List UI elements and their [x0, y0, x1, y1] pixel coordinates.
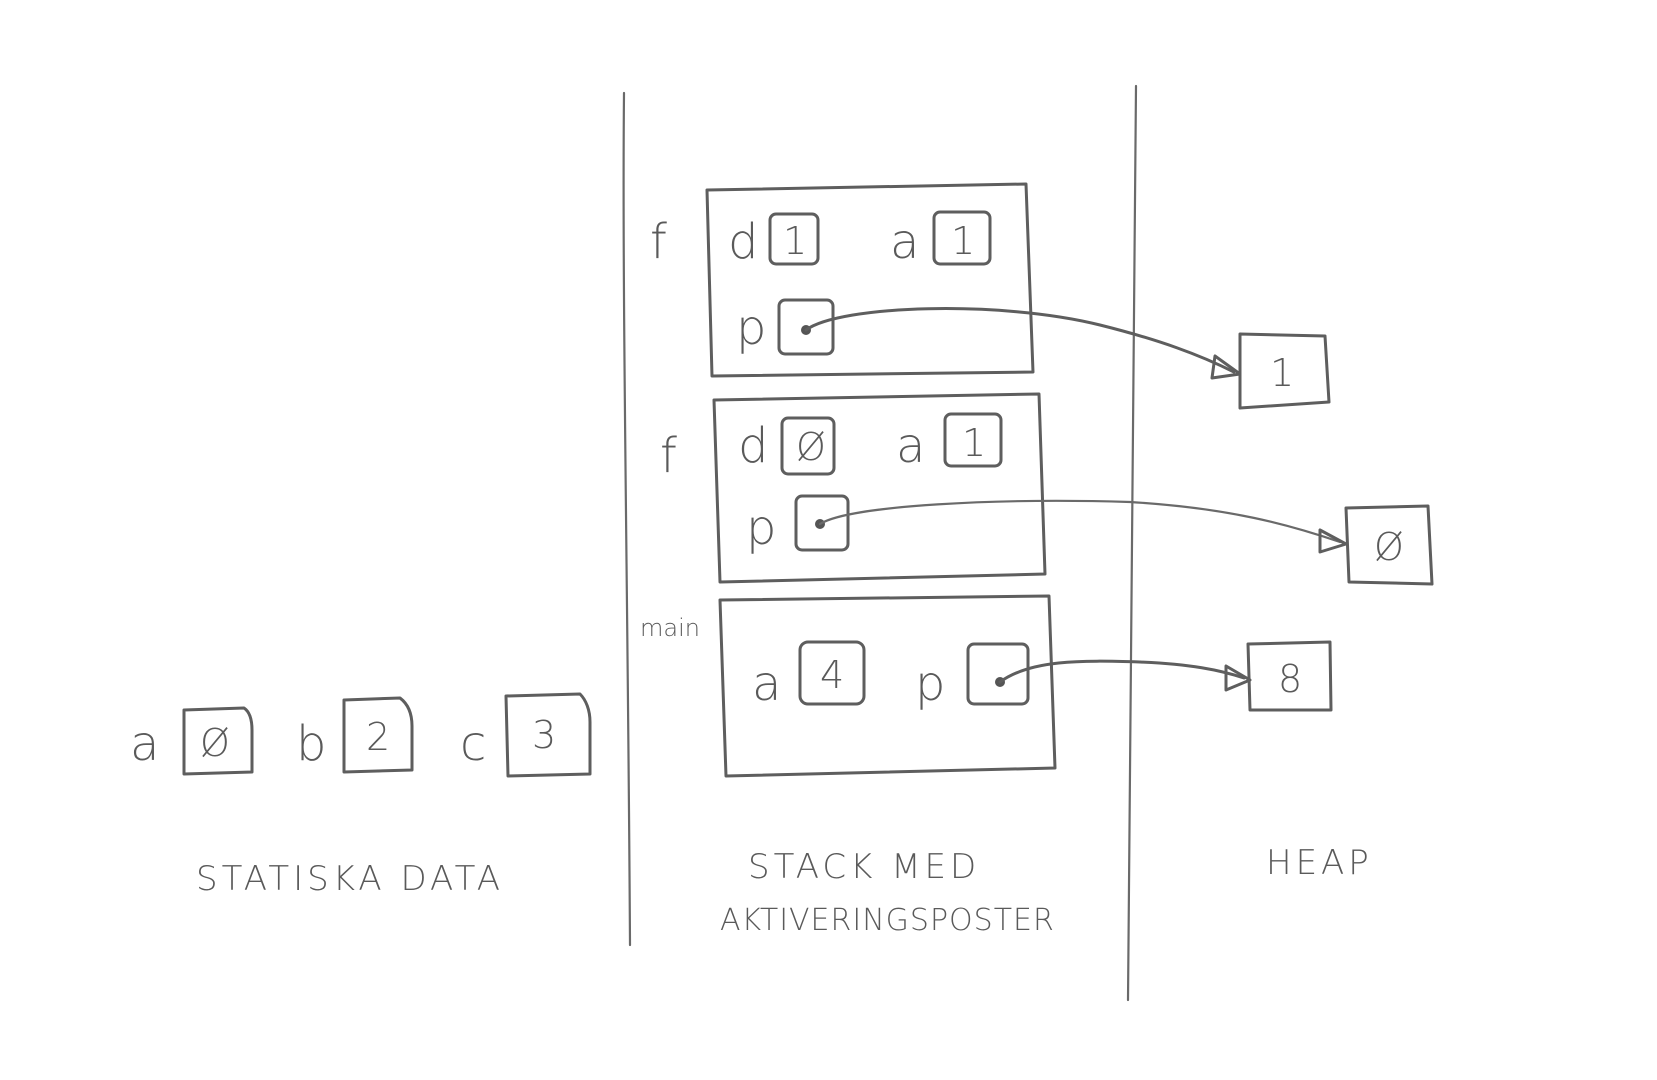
divider-stack-heap — [1126, 84, 1138, 1002]
static-var-c: c 3 — [460, 692, 592, 778]
var-cell-p — [794, 494, 850, 552]
caption-stack-line1: STACK MED — [748, 847, 980, 887]
pointer-arrow-1 — [804, 307, 1242, 380]
var-value: 3 — [532, 713, 556, 757]
stack-frame-f-middle: f d Ø a 1 p — [660, 392, 1047, 584]
var-value-a: 4 — [820, 653, 844, 697]
var-cell — [342, 696, 414, 774]
caption-static-data: STATISKA DATA — [196, 859, 504, 899]
heap-cell-2: Ø — [1344, 504, 1434, 586]
var-name-a: a — [896, 418, 925, 474]
frame-box — [718, 594, 1057, 778]
static-var-a: a Ø — [130, 706, 254, 776]
var-cell-a — [943, 412, 1003, 468]
var-name: a — [130, 716, 159, 772]
var-value: 2 — [366, 715, 390, 759]
arrow-line — [818, 499, 1342, 544]
heap-box — [1344, 504, 1434, 586]
var-name-p: p — [736, 300, 766, 356]
var-name-p: p — [915, 656, 945, 712]
arrow-head — [1210, 354, 1242, 380]
static-var-b: b 2 — [296, 696, 414, 774]
pointer-arrow-3 — [998, 659, 1252, 692]
var-cell-a — [932, 210, 992, 266]
var-cell-p — [777, 298, 835, 356]
stack-frame-f-top: f d 1 a 1 p — [650, 182, 1035, 378]
arrow-line — [804, 307, 1236, 374]
var-name-d: d — [728, 214, 758, 270]
var-cell-a — [798, 640, 866, 706]
var-value-d: Ø — [796, 425, 826, 469]
frame-box — [705, 182, 1035, 378]
var-cell-d — [780, 416, 836, 476]
frame-box — [712, 392, 1047, 584]
frame-label: f — [650, 214, 667, 270]
pointer-arrow-2 — [818, 499, 1348, 554]
var-value-d: 1 — [783, 219, 807, 263]
var-name-p: p — [746, 500, 776, 556]
heap-cell-3: 8 — [1246, 640, 1333, 712]
heap-value: Ø — [1374, 525, 1404, 569]
arrow-line — [998, 659, 1246, 684]
var-cell-p — [966, 642, 1030, 706]
var-value-a: 1 — [951, 219, 975, 263]
var-name-a: a — [752, 656, 781, 712]
var-cell — [182, 706, 254, 776]
heap-cell-1: 1 — [1238, 332, 1331, 410]
caption-heap: HEAP — [1266, 843, 1373, 883]
frame-label: f — [660, 428, 677, 484]
var-cell — [504, 692, 592, 778]
var-name-a: a — [890, 214, 919, 270]
var-name: c — [460, 716, 486, 772]
arrow-head — [1224, 664, 1252, 692]
var-cell-d — [768, 212, 820, 266]
var-name-d: d — [738, 418, 768, 474]
divider-static-stack — [622, 91, 632, 947]
arrow-head — [1318, 528, 1348, 554]
heap-value: 8 — [1278, 657, 1302, 701]
var-value-a: 1 — [962, 421, 986, 465]
frame-label: main — [640, 614, 700, 642]
var-value: Ø — [200, 721, 230, 765]
heap-box — [1246, 640, 1333, 712]
heap-box — [1238, 332, 1331, 410]
caption-stack-line2: AKTIVERINGSPOSTER — [720, 903, 1055, 938]
stack-frame-main: main a 4 p — [640, 594, 1057, 778]
var-name: b — [296, 716, 326, 772]
heap-value: 1 — [1270, 351, 1294, 395]
